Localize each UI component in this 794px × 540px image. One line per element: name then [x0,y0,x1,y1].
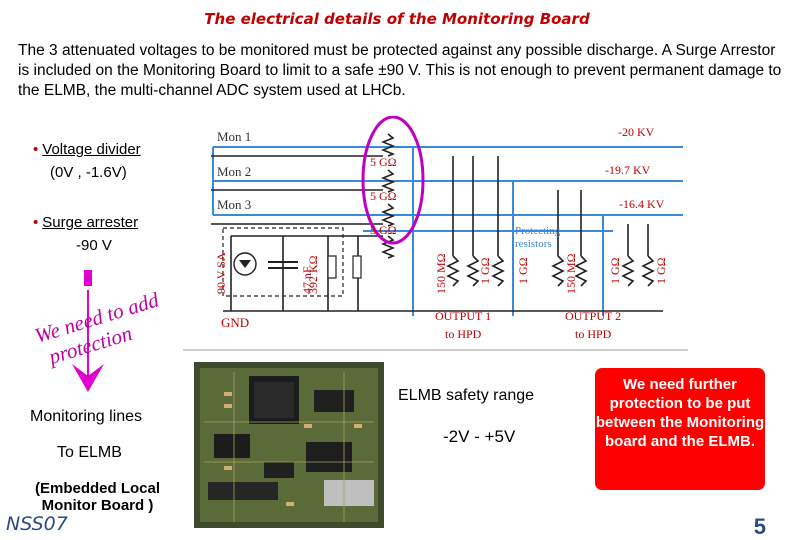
r1g-label: 1 GΩ [516,257,530,284]
elmb-full-name: (Embedded Local Monitor Board ) [15,480,180,514]
elmb-full-line: (Embedded Local [34,480,161,497]
safety-range-label: ELMB safety range [398,387,535,404]
resistor-5g-label: 5 GΩ [370,223,397,237]
to-elmb-label: To ELMB [57,444,122,461]
bullet-detail: -90 V [76,237,112,254]
elmb-board-photo [194,362,384,528]
gnd-label: GND [221,315,249,330]
callout-box: We need further protection to be put bet… [595,368,765,490]
r1g-label: 1 GΩ [478,257,492,284]
voltage-label: -19.7 KV [605,163,651,177]
r1g-label: 1 GΩ [654,257,668,284]
bullet-dot-icon: • [33,141,39,158]
voltage-label: -16.4 KV [619,197,665,211]
output2-target: to HPD [575,327,612,341]
bullet-dot-icon: • [33,214,39,231]
bullet-voltage-divider: •Voltage divider [33,141,141,158]
bullet-detail: (0V , -1.6V) [50,164,127,181]
monitoring-board-schematic: Mon 1 Mon 2 Mon 3 [183,116,688,352]
safety-range-value: -2V - +5V [443,427,516,446]
voltage-label: -20 KV [618,125,655,139]
r150-label: 150 MΩ [434,253,448,294]
page-number: 5 [753,514,766,539]
resistor-5g-label: 5 GΩ [370,155,397,169]
resistor-5g-label: 5 GΩ [370,189,397,203]
bullet-label: Surge arrester [42,214,139,231]
output2-label: OUTPUT 2 [565,309,621,323]
sa-label: 90 V SA [214,252,228,294]
bullet-label: Voltage divider [42,141,141,158]
res392-label: 392 KΩ [306,255,320,294]
down-arrow-icon [72,270,104,392]
protecting-label: Protecting [515,225,561,237]
monitoring-lines-label: Monitoring lines [30,408,143,425]
footer-conference: NSS07 [6,513,68,535]
r150-label: 150 MΩ [564,253,578,294]
output1-label: OUTPUT 1 [435,309,491,323]
intro-paragraph: The 3 attenuated voltages to be monitore… [18,42,782,99]
output1-target: to HPD [445,327,482,341]
slide-title: The electrical details of the Monitoring… [204,10,590,28]
r1g-label: 1 GΩ [608,257,622,284]
elmb-full-line: Monitor Board ) [41,497,154,514]
resistors-label: resistors [515,238,552,250]
mon2-label: Mon 2 [217,164,251,179]
mon1-label: Mon 1 [217,129,251,144]
mon3-label: Mon 3 [217,197,251,212]
bullet-surge-arrester: •Surge arrester [33,214,138,231]
cap-label: 47 nF [300,266,314,294]
